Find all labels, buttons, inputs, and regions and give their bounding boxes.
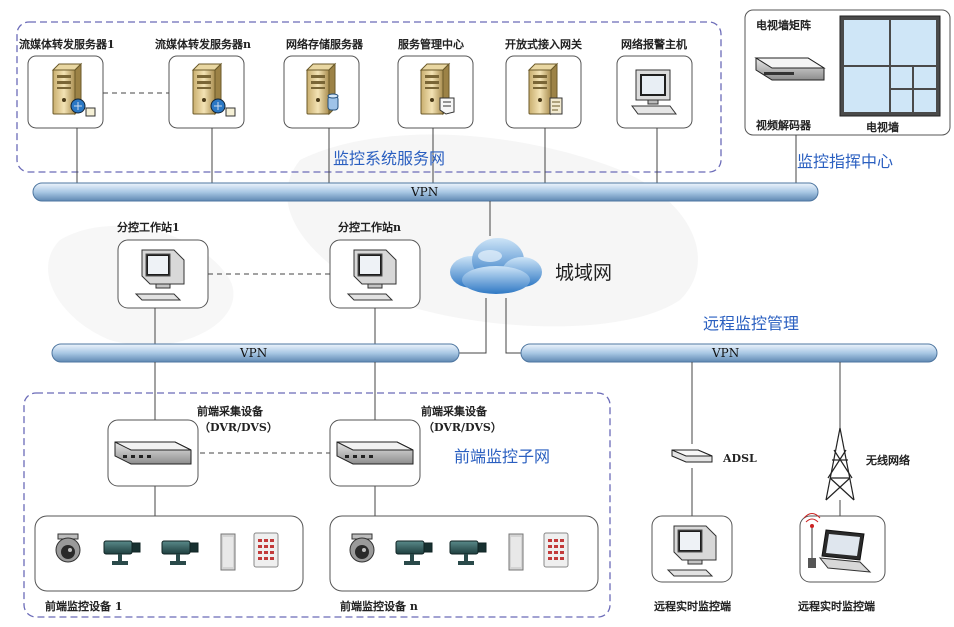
keypad-icon bbox=[543, 532, 569, 568]
server-label: 开放式接入网关 bbox=[505, 38, 582, 51]
capture-device-label: 前端采集设备 bbox=[197, 405, 263, 418]
server-label: 流媒体转发服务器n bbox=[155, 38, 251, 51]
capture-device-type-label: （DVR/DVS） bbox=[423, 421, 502, 434]
dvr-dvs-icon bbox=[114, 441, 192, 465]
storage-server-icon bbox=[306, 63, 339, 115]
capture-device-label: 前端采集设备 bbox=[421, 405, 487, 418]
tv-matrix-icon bbox=[754, 57, 826, 81]
capture-device-type-label: （DVR/DVS） bbox=[199, 421, 278, 434]
city-network-label: 城域网 bbox=[555, 262, 613, 284]
server-network-zone bbox=[16, 21, 722, 173]
server-label: 服务管理中心 bbox=[398, 38, 464, 51]
keypad-icon bbox=[253, 532, 279, 568]
dome-camera-icon bbox=[349, 533, 375, 563]
adsl-label: ADSL bbox=[723, 452, 757, 465]
city-network-links bbox=[459, 201, 521, 354]
detector-icon bbox=[508, 533, 524, 571]
alarm-host-icon bbox=[631, 69, 677, 115]
device-group-label: 前端监控设备 1 bbox=[45, 600, 123, 613]
management-server-icon bbox=[420, 63, 455, 115]
wireless-tower-icon bbox=[825, 427, 855, 501]
detector-icon bbox=[220, 533, 236, 571]
vpn-top-label: VPN bbox=[411, 185, 439, 199]
command-center-zone-label: 监控指挥中心 bbox=[797, 152, 894, 171]
workstation-label: 分控工作站n bbox=[338, 221, 401, 234]
frontend-subnet-zone-label: 前端监控子网 bbox=[454, 447, 551, 466]
remote-client-label: 远程实时监控端 bbox=[654, 600, 731, 613]
vpn-bar-right bbox=[520, 343, 938, 363]
server-uplinks bbox=[76, 128, 797, 183]
vpn-right-label: VPN bbox=[712, 346, 740, 360]
workstation-label: 分控工作站1 bbox=[117, 221, 180, 234]
city-network-cloud bbox=[450, 238, 542, 294]
tv-wall-icon bbox=[839, 15, 941, 117]
frontend-subnet-zone bbox=[23, 392, 611, 618]
vpn-bar-left bbox=[51, 343, 460, 363]
tv-wall-label: 电视墙 bbox=[866, 121, 899, 134]
server-label: 流媒体转发服务器1 bbox=[19, 38, 115, 51]
remote-management-zone-label: 远程监控管理 bbox=[703, 314, 800, 333]
dome-camera-icon bbox=[55, 533, 81, 563]
frontend-links bbox=[154, 362, 376, 516]
media-server-icon bbox=[52, 63, 96, 117]
vpn-bar-top bbox=[32, 182, 819, 202]
device-group-label: 前端监控设备 n bbox=[340, 600, 418, 613]
remote-laptop-icon bbox=[803, 513, 872, 573]
server-network-zone-label: 监控系统服务网 bbox=[333, 149, 446, 168]
gateway-server-icon bbox=[528, 63, 563, 115]
server-boxes bbox=[27, 55, 693, 129]
adsl-modem-icon bbox=[671, 449, 713, 463]
dvr-dvs-icon bbox=[336, 441, 414, 465]
vpn-left-label: VPN bbox=[240, 346, 268, 360]
server-label: 网络存储服务器 bbox=[286, 38, 363, 51]
remote-links bbox=[691, 362, 841, 516]
wireless-network-label: 无线网络 bbox=[866, 454, 910, 467]
media-server-icon bbox=[192, 63, 236, 117]
video-decoder-label: 视频解码器 bbox=[756, 119, 811, 132]
tv-matrix-label: 电视墙矩阵 bbox=[756, 19, 811, 32]
remote-client-label: 远程实时监控端 bbox=[798, 600, 875, 613]
server-label: 网络报警主机 bbox=[621, 38, 687, 51]
